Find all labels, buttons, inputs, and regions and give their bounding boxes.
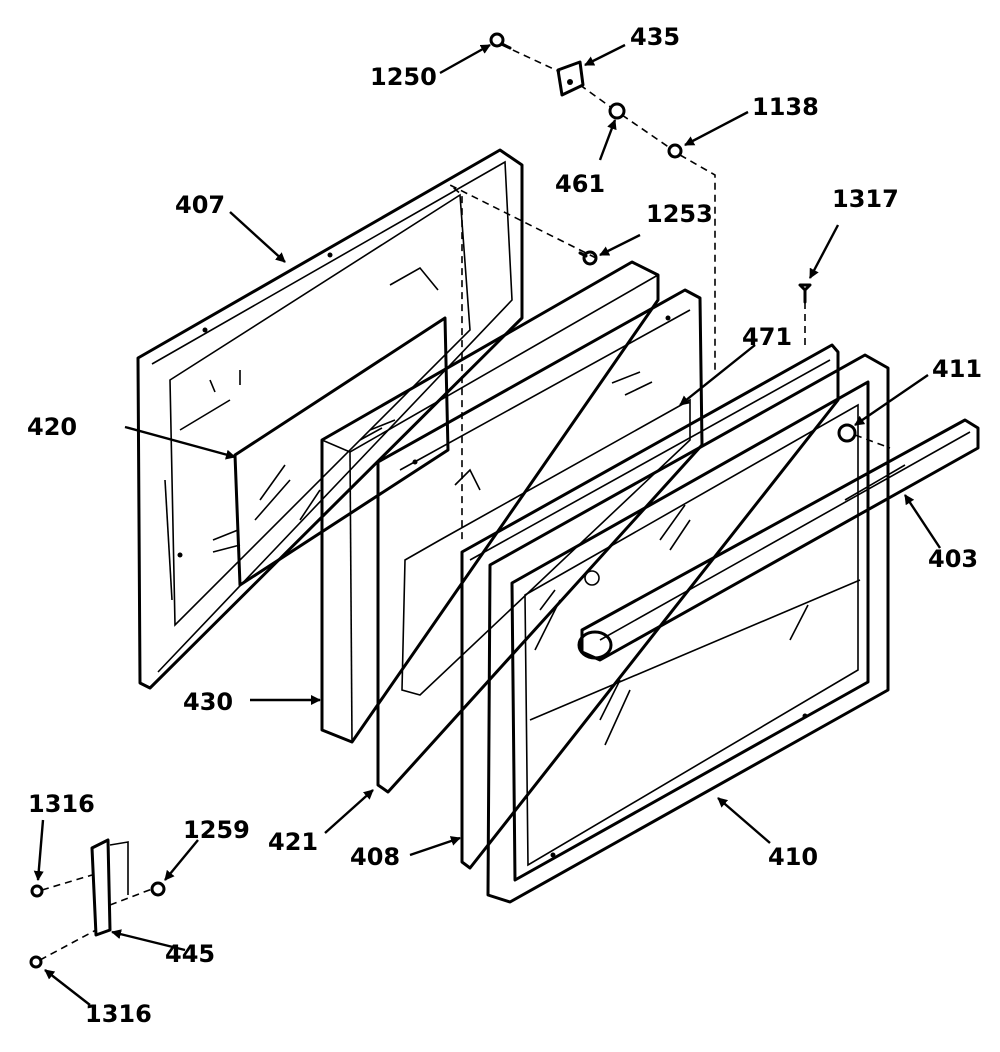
screw-411: [837, 423, 857, 443]
nut-461: [608, 102, 626, 120]
label-420: 420: [27, 413, 77, 441]
outer-door-410: [486, 353, 890, 904]
screw-1138: [667, 143, 683, 159]
screw-1316-lower: [29, 955, 43, 969]
door-liner-frame-407: [136, 148, 524, 690]
screw-1250: [489, 32, 512, 50]
insulation-430: [320, 260, 660, 744]
inner-glass-420: [233, 316, 450, 587]
label-1316-lower: 1316: [85, 1000, 152, 1028]
label-1253: 1253: [646, 200, 713, 228]
label-407: 407: [175, 191, 225, 219]
screw-1317: [798, 283, 812, 304]
hinge-445: [90, 838, 129, 937]
label-421: 421: [268, 828, 318, 856]
part-labels: 1250 435 1138 461 407 1253 1317 471 411 …: [27, 23, 982, 1028]
label-1259: 1259: [183, 816, 250, 844]
gasket-408: [460, 343, 840, 870]
label-1317: 1317: [832, 185, 899, 213]
door-handle-403: [577, 418, 980, 662]
label-471: 471: [742, 323, 792, 351]
label-445: 445: [165, 940, 215, 968]
assembly-lines: [39, 44, 891, 961]
leader-arrows: [33, 43, 942, 1006]
label-1316-upper: 1316: [28, 790, 95, 818]
bracket-435: [556, 60, 585, 97]
door-panel-421: [376, 288, 704, 794]
label-1138: 1138: [752, 93, 819, 121]
label-461: 461: [555, 170, 605, 198]
label-408: 408: [350, 843, 400, 871]
label-435: 435: [630, 23, 680, 51]
label-430: 430: [183, 688, 233, 716]
label-410: 410: [768, 843, 818, 871]
label-403: 403: [928, 545, 978, 573]
label-411: 411: [932, 355, 982, 383]
nut-1259: [150, 881, 166, 897]
screw-1253: [578, 250, 598, 266]
screw-1316-upper: [30, 884, 44, 898]
label-1250: 1250: [370, 63, 437, 91]
